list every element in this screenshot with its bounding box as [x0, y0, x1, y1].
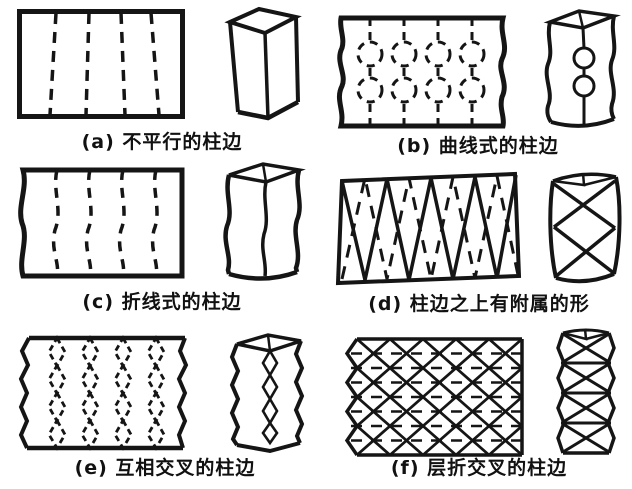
panel-b-flat-drawing [334, 14, 508, 130]
panel-d-column-drawing [544, 166, 624, 288]
panel-e-flat-drawing [18, 334, 192, 452]
panel-b-caption: (b) 曲线式的柱边 [397, 135, 559, 157]
panel-c-flat-drawing [16, 166, 186, 280]
panel-e-caption: (e) 互相交叉的柱边 [74, 457, 256, 479]
panel-a-flat-drawing [16, 8, 186, 120]
panel-b-column-drawing [542, 6, 621, 132]
panel-d-caption: (d) 柱边之上有附属的形 [368, 293, 590, 315]
panel-f-flat-drawing [342, 334, 528, 458]
panel-f-column-drawing [552, 326, 620, 458]
panel-c-caption: (c) 折线式的柱边 [82, 291, 242, 313]
panel-e-column-drawing [228, 330, 308, 456]
panel-c-column-drawing [220, 160, 306, 286]
panel-d-flat-drawing [334, 170, 522, 288]
panel-f-caption: (f) 层折交叉的柱边 [390, 457, 568, 479]
panel-a-caption: (a) 不平行的柱边 [81, 131, 243, 153]
panel-a-column-drawing [220, 4, 304, 124]
